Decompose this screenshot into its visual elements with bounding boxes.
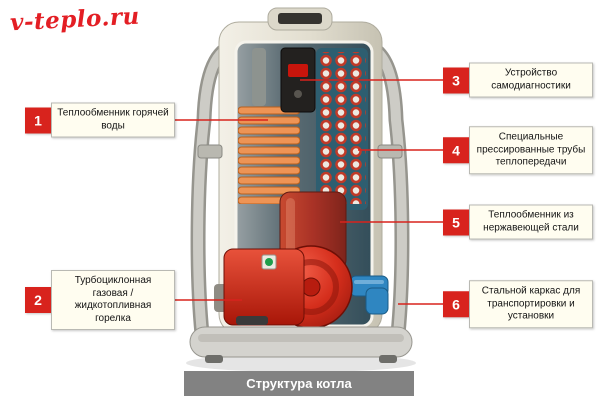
caption-bar: Структура котла	[184, 371, 414, 396]
callout-number: 6	[443, 291, 469, 317]
callout-number: 3	[443, 67, 469, 93]
base-frame	[189, 326, 413, 363]
callout-text: Теплообменник из нержавеющей стали	[469, 204, 593, 240]
callout-lines	[172, 79, 446, 305]
callout-text: Стальной каркас для транспортировки и ус…	[469, 280, 593, 328]
callout-number: 5	[443, 209, 469, 235]
steel-frame-legs	[190, 38, 410, 342]
burner	[214, 245, 353, 329]
callout-2-burner: 2 Турбоциклонная газовая / жидкотопливна…	[25, 270, 175, 330]
callout-1-hot-water-exchanger: 1 Теплообменник горячей воды	[25, 102, 175, 138]
callout-number: 2	[25, 287, 51, 313]
water-pipe	[349, 275, 389, 315]
callout-text: Устройство самодиагностики	[469, 62, 593, 98]
hot-water-coil	[238, 106, 300, 204]
callout-5-stainless-exchanger: 5 Теплообменник из нержавеющей стали	[443, 204, 593, 240]
callout-text: Специальные прессированные трубы теплопе…	[469, 126, 593, 174]
callout-4-pressed-tubes: 4 Специальные прессированные трубы тепло…	[443, 126, 593, 174]
heat-transfer-tubes	[318, 52, 366, 204]
callout-number: 4	[443, 137, 469, 163]
callout-text: Турбоциклонная газовая / жидкотопливная …	[51, 270, 175, 330]
panel-knob	[294, 90, 302, 98]
inner-pipe	[252, 48, 266, 106]
panel-display	[288, 64, 308, 77]
callout-number: 1	[25, 107, 51, 133]
burner-intake	[236, 316, 268, 325]
callout-text: Теплообменник горячей воды	[51, 102, 175, 138]
brand-badge	[278, 13, 322, 24]
callout-6-steel-frame: 6 Стальной каркас для транспортировки и …	[443, 280, 593, 328]
callout-3-self-diagnostics: 3 Устройство самодиагностики	[443, 62, 593, 98]
ground-shadow	[186, 354, 416, 372]
frame-clamps	[197, 144, 403, 159]
